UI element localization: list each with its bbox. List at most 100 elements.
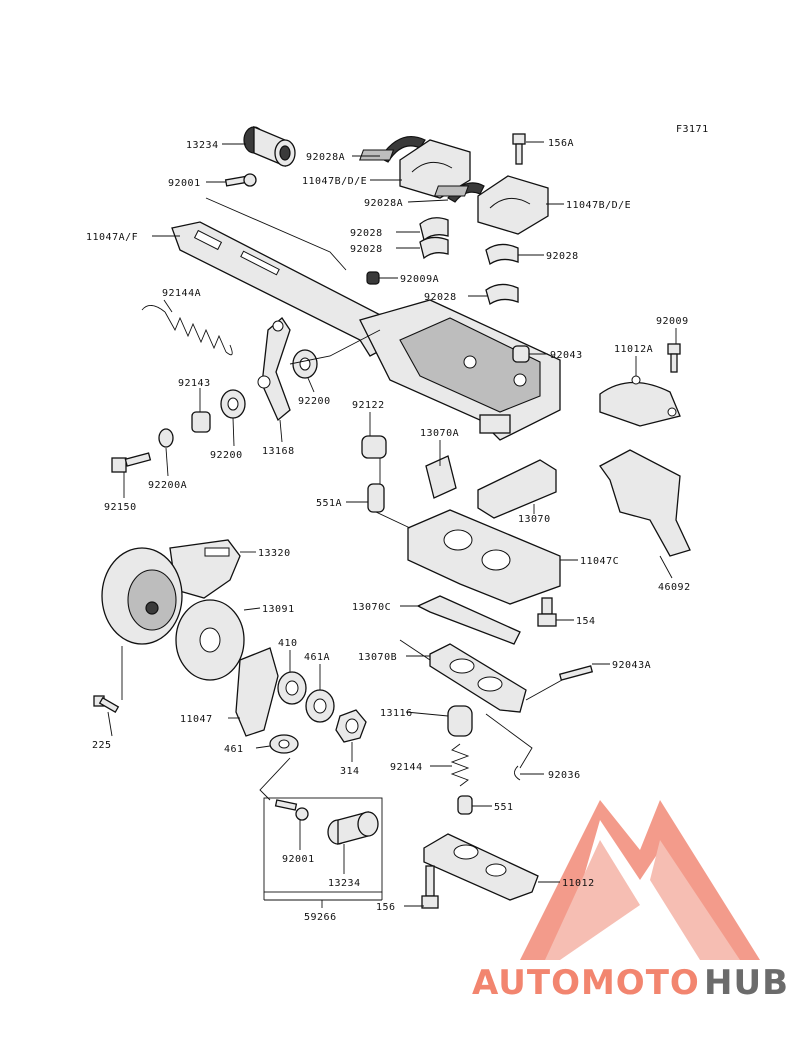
label-13070a: 13070A: [420, 428, 459, 439]
label-13070: 13070: [518, 514, 551, 525]
plate-13070: [477, 459, 557, 519]
label-461a: 461A: [304, 652, 330, 663]
clamp-11012a: [599, 375, 681, 427]
label-11012: 11012: [562, 878, 595, 889]
sleeve-82043: [512, 345, 530, 363]
pin-551: [457, 795, 473, 815]
kit-59266: [263, 797, 383, 893]
bar-13070b: [429, 643, 527, 713]
pin-92043a: [558, 665, 594, 681]
nut-92009a: [366, 271, 380, 285]
washer-410: [277, 671, 307, 705]
label-11012a: 11012A: [614, 344, 653, 355]
pin-551a: [367, 483, 385, 513]
plate-13070c: [416, 595, 521, 645]
central-frame: [359, 299, 561, 441]
label-59266: 59266: [304, 912, 337, 923]
label-11047: 11047: [180, 714, 213, 725]
watermark-text: AUTOMOTO HUB: [472, 963, 789, 1003]
label-92001-top: 92001: [168, 178, 201, 189]
bushing-92028-3: [485, 243, 519, 266]
bolt-225: [93, 695, 120, 713]
bushing-92028-1: [419, 217, 449, 242]
label-92028-1: 92028: [350, 228, 383, 239]
lever-13168: [257, 317, 291, 422]
label-13234-top: 13234: [186, 140, 219, 151]
spring-92144: [450, 743, 470, 787]
label-13320: 13320: [258, 548, 291, 559]
label-225: 225: [92, 740, 112, 751]
label-92200-2: 92200: [210, 450, 243, 461]
label-92043a: 92043A: [612, 660, 651, 671]
disc-13091: [175, 599, 245, 681]
label-92036: 92036: [548, 770, 581, 781]
bolt-154: [537, 597, 557, 627]
bolt-92001-top: [224, 173, 257, 187]
label-92122: 92122: [352, 400, 385, 411]
bush-13116: [447, 705, 473, 737]
plate-11012: [423, 833, 539, 901]
label-13234-bot: 13234: [328, 878, 361, 889]
label-92009: 92009: [656, 316, 689, 327]
bolt-156a: [512, 133, 526, 165]
bolt-92009: [667, 343, 681, 373]
label-551a: 551A: [316, 498, 342, 509]
bolt-156: [421, 865, 439, 909]
svg-text:HUB: HUB: [704, 963, 789, 1003]
label-11047bde-1: 11047B/D/E: [302, 176, 367, 187]
label-156: 156: [376, 902, 396, 913]
label-92200-1: 92200: [298, 396, 331, 407]
label-92028a-2: 92028A: [364, 198, 403, 209]
washer-92200a: [158, 428, 174, 448]
label-92144a: 92144A: [162, 288, 201, 299]
label-92028-3: 92028: [546, 251, 579, 262]
washer-461a: [305, 689, 335, 723]
clip-92036: [514, 765, 521, 781]
label-92028a-top: 92028A: [306, 152, 345, 163]
plate-13070a: [425, 455, 457, 499]
automotohub-logo: [520, 800, 760, 960]
figure-code: F3171: [676, 124, 709, 135]
label-314: 314: [340, 766, 360, 777]
label-11047bde-2: 11047B/D/E: [566, 200, 631, 211]
label-11047c: 11047C: [580, 556, 619, 567]
part-labels: F3171 13234 92028A 156A 11047B/D/E 92001…: [86, 124, 709, 923]
bushing-92028-2: [419, 236, 449, 260]
bush-92122: [361, 435, 387, 459]
collar-92143: [191, 411, 211, 433]
washer-461: [269, 734, 299, 754]
label-410: 410: [278, 638, 298, 649]
label-154: 154: [576, 616, 596, 627]
label-46092: 46092: [658, 582, 691, 593]
label-82043: 92043: [550, 350, 583, 361]
bolt-92150: [111, 452, 152, 473]
spring-92144a: [141, 305, 233, 356]
svg-text:AUTOMOTO: AUTOMOTO: [472, 963, 700, 1003]
label-461: 461: [224, 744, 244, 755]
label-92001-bot: 92001: [282, 854, 315, 865]
nut-314: [335, 709, 367, 743]
label-156a: 156A: [548, 138, 574, 149]
label-92028-2: 92028: [350, 244, 383, 255]
label-13168: 13168: [262, 446, 295, 457]
label-92009a: 92009A: [400, 274, 439, 285]
label-92143: 92143: [178, 378, 211, 389]
cap-11047bde-1: [359, 139, 471, 199]
leader-lines: [107, 141, 677, 908]
housing-13320: [101, 539, 241, 645]
label-92150: 92150: [104, 502, 137, 513]
label-92028-4: 92028: [424, 292, 457, 303]
bushing-92028-4: [485, 283, 519, 306]
label-13091: 13091: [262, 604, 295, 615]
arm-plate-11047: [235, 647, 279, 737]
label-11047af: 11047A/F: [86, 232, 138, 243]
bearing-13234-top: [243, 126, 296, 167]
label-92144: 92144: [390, 762, 423, 773]
label-13070c: 13070C: [352, 602, 391, 613]
label-13070b: 13070B: [358, 652, 397, 663]
cap-11047bde-2: [433, 175, 549, 235]
label-13116: 13116: [380, 708, 413, 719]
bracket-46092: [599, 449, 691, 557]
frame-11047c: [407, 509, 561, 605]
